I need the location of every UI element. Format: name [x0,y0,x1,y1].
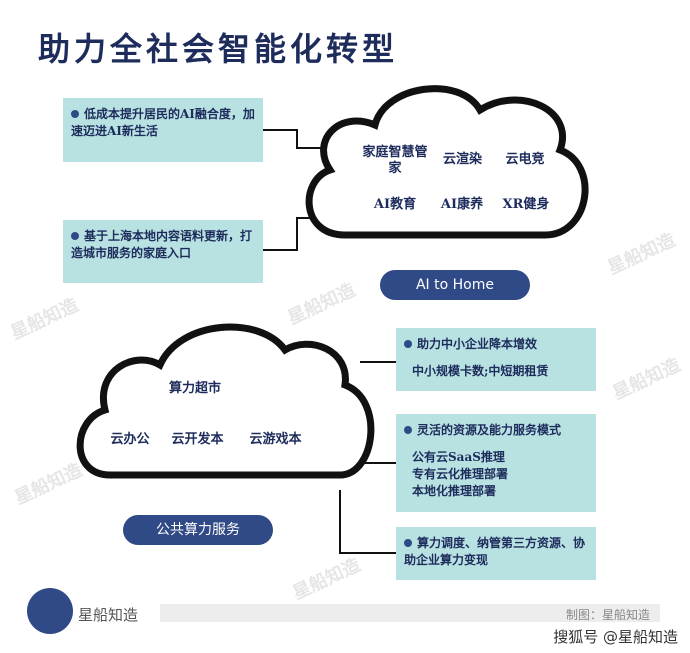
ai-to-home-label: AI to Home [380,270,530,300]
source-watermark: 搜狐号 @星船知造 [553,628,678,646]
box-heading: 灵活的资源及能力服务模式 [417,423,562,437]
page-title: 助力全社会智能化转型 [38,30,399,68]
credit: 制图：星船知造 [565,608,650,622]
cloud-item: 云游戏本 [249,432,302,447]
cloud-item: 家庭智慧管家 [362,145,428,176]
cloud-item: 云电竞 [505,152,545,167]
cloud-item: 云渲染 [442,152,482,167]
cloud-item: 云办公 [110,432,150,447]
compute-box-2: 灵活的资源及能力服务模式 公有云SaaS推理专有云化推理部署本地化推理部署 [396,414,596,512]
bullet-icon [71,232,79,240]
public-compute-label: 公共算力服务 [123,515,273,545]
box-text: 低成本提升居民的AI融合度，加速迈进AI新生活 [71,107,255,138]
cloud-compute [76,323,375,479]
box-text: 专有云化推理部署 [412,467,509,481]
cloud-item: AI康养 [440,197,484,212]
footer-bar [160,604,660,622]
cloud-item: AI教育 [373,197,417,212]
cloud-item: XR健身 [502,197,550,212]
cloud-ai-home [305,85,589,239]
bullet-icon [71,110,79,118]
box-text: 基于上海本地内容语料更新，打造城市服务的家庭入口 [71,229,253,260]
compute-box-3: 算力调度、纳管第三方资源、协助企业算力变现 [396,527,596,580]
compute-box-1: 助力中小企业降本增效 中小规模卡数;中短期租赁 [396,328,596,391]
box-text: 算力调度、纳管第三方资源、协助企业算力变现 [404,536,586,567]
home-box-1: 低成本提升居民的AI融合度，加速迈进AI新生活 [63,98,263,162]
box-text: 中小规模卡数;中短期租赁 [412,364,549,378]
bullet-icon [404,539,412,547]
bullet-icon [404,340,412,348]
home-box-2: 基于上海本地内容语料更新，打造城市服务的家庭入口 [63,220,263,283]
cloud-item: 算力超市 [168,381,221,396]
bullet-icon [404,426,412,434]
brand-logo-icon [27,588,73,634]
box-text: 公有云SaaS推理 [412,450,505,464]
box-heading: 助力中小企业降本增效 [417,337,538,351]
brand-name: 星船知造 [78,606,139,624]
cloud-item: 云开发本 [171,432,224,447]
box-text: 本地化推理部署 [412,484,497,498]
